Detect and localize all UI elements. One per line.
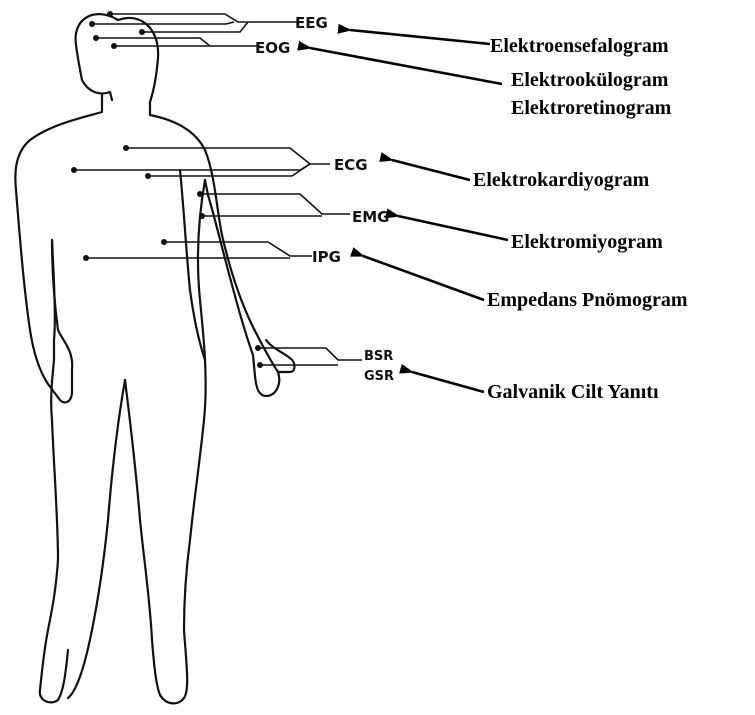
label-ecg: ECG (334, 156, 368, 174)
human-figure (15, 14, 294, 703)
arrow-eog (310, 48, 502, 84)
term-galvanik-cilt-yaniti: Galvanik Cilt Yanıtı (487, 381, 659, 403)
term-elektrookulogram: Elektrookülogram (511, 69, 669, 91)
label-eog: EOG (255, 39, 290, 57)
term-elektromiyogram: Elektromiyogram (511, 231, 663, 253)
arrow-ipg (363, 256, 484, 300)
label-gsr: GSR (364, 369, 394, 384)
arrow-ecg (392, 160, 470, 180)
label-ipg: IPG (312, 248, 341, 266)
label-emg: EMG (352, 208, 390, 226)
arrow-emg (398, 216, 508, 240)
arrows (310, 30, 508, 392)
term-elektrokardiyogram: Elektrokardiyogram (473, 169, 650, 191)
arrow-gsr (412, 372, 484, 392)
term-elektroretinogram: Elektroretinogram (511, 97, 672, 119)
term-empedans-pnomogram: Empedans Pnömogram (487, 289, 688, 311)
label-bsr: BSR (364, 349, 393, 364)
label-eeg: EEG (295, 14, 328, 32)
term-elektroensefalogram: Elektroensefalogram (490, 35, 669, 57)
arrow-eeg (350, 30, 490, 44)
electrode-leads (71, 11, 362, 368)
